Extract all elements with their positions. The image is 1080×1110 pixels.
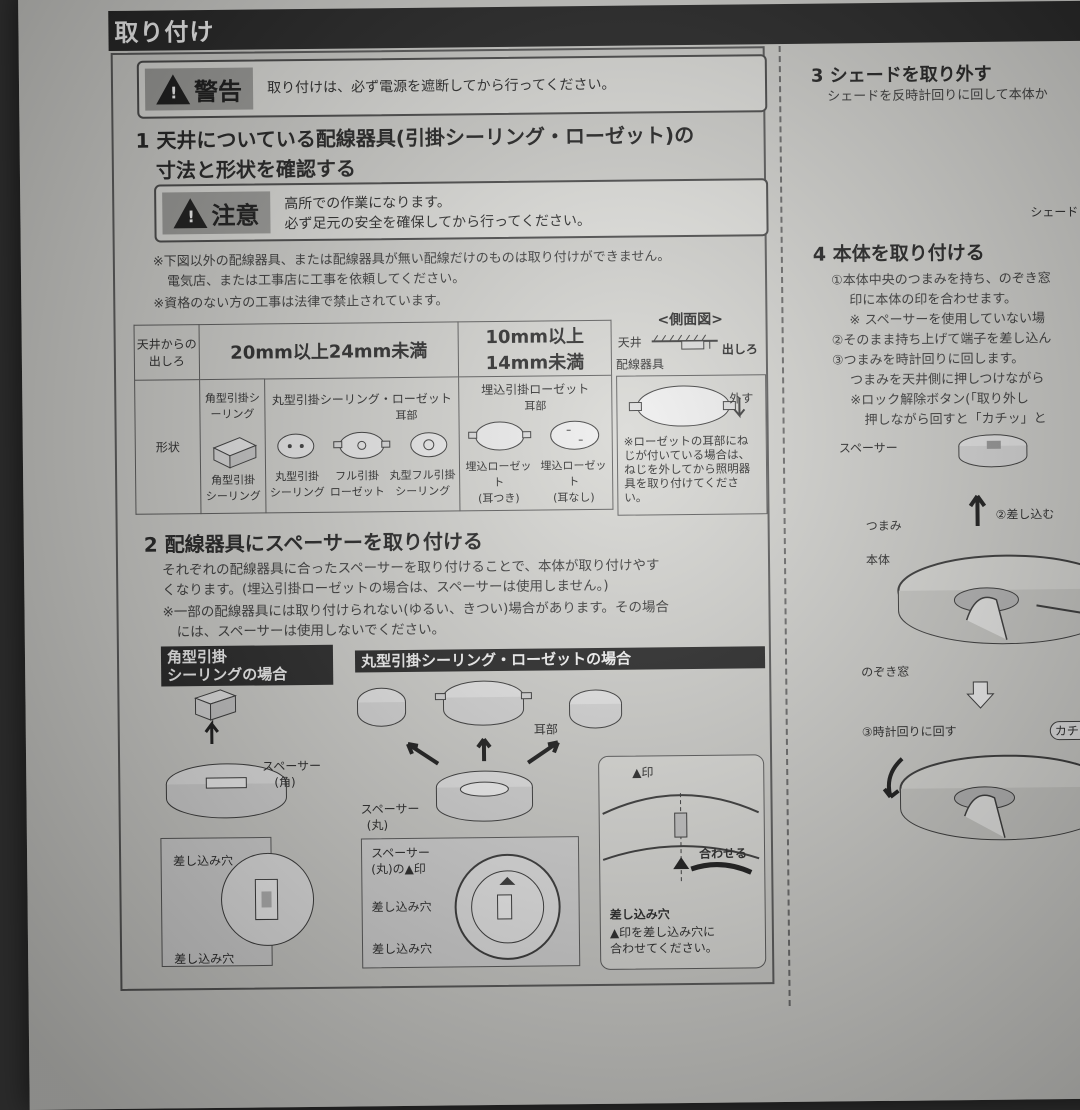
square-ceiling-cell: 角型引掛シーリング 角型引掛 シーリング xyxy=(200,379,266,514)
step1-title-line2: 寸法と形状を確認する xyxy=(156,152,356,183)
side-view-title: <側面図> xyxy=(657,309,723,330)
column-divider xyxy=(779,46,791,1006)
body-install-diagram xyxy=(896,549,1080,661)
click-bubble: カチッ xyxy=(1050,721,1080,740)
square-spacer-type: (角) xyxy=(274,773,296,790)
warning-box: 警告 取り付けは、必ず電源を遮断してから行ってください。 xyxy=(137,54,768,119)
spacer-mark-line2: (丸)の▲印 xyxy=(371,860,426,878)
warning-badge: 警告 xyxy=(145,68,253,111)
step4-line8: 押しながら回すと「カチッ」と xyxy=(864,407,1046,428)
square-spacer-label: スペーサー xyxy=(262,757,321,775)
full-rosette-icon xyxy=(334,429,390,462)
shade-label: シェード xyxy=(1030,203,1078,221)
down-arrow-icon xyxy=(965,680,995,710)
mark-label: ▲印 xyxy=(632,763,653,780)
step4-line1: ①本体中央のつまみを持ち、のぞき窓 xyxy=(831,267,1051,288)
embedded-rosette-ear-icon xyxy=(469,419,531,454)
round-panel-title: 丸型引掛シーリング・ローゼットの場合 xyxy=(355,646,765,672)
caution-triangle-icon xyxy=(173,198,207,228)
section-title: 取り付け xyxy=(114,12,214,48)
shape-row-label: 形状 xyxy=(135,380,201,515)
step4-title: 4 本体を取り付ける xyxy=(813,238,985,267)
warning-triangle-icon xyxy=(156,74,190,104)
side-view-note: ※ローゼットの耳部にねじが付いている場合は、ねじを外してから照明器具を取り付けて… xyxy=(624,433,759,504)
caution-box: 注意 高所での作業になります。 必ず足元の安全を確保してから行ってください。 xyxy=(154,178,769,242)
embedded-rosette-cell: 埋込引掛ローゼット 耳部 埋込ローゼット(耳つき) 埋込ローゼット(耳なし) xyxy=(459,375,613,511)
step4-line6: つまみを天井側に押しつけながら xyxy=(850,367,1044,388)
round-ceiling-cell: 丸型引掛シーリング・ローゼット 耳部 丸型引掛シーリング フル引掛ローゼット 丸… xyxy=(265,377,460,513)
knob-label: つまみ xyxy=(866,517,902,534)
square-hole-label-bottom: 差し込み穴 xyxy=(174,950,234,968)
spacer-mark-line1: スペーサー xyxy=(371,844,430,862)
side-view-diagram xyxy=(652,335,722,360)
caution-line1: 高所での作業になります。 xyxy=(284,191,451,213)
step1-title-line1: 1 天井についている配線器具(引掛シーリング・ローゼット)の xyxy=(135,119,694,154)
step4-spacer-icon xyxy=(953,431,1033,472)
step2-title: 2 配線器具にスペーサーを取り付ける xyxy=(144,525,483,558)
step4-line3: ※ スペーサーを使用していない場 xyxy=(849,307,1045,328)
alignment-diagram xyxy=(600,772,761,894)
step4-spacer-label: スペーサー xyxy=(839,439,898,457)
fixture-spec-table: 天井からの 出しろ 20mm以上24mm未満 10mm以上 14mm未満 形状 … xyxy=(134,320,614,515)
body-rotate-diagram xyxy=(884,747,1080,859)
section-header-bar xyxy=(108,1,1080,51)
round-full-ceiling-icon xyxy=(408,430,448,460)
round-spacer-top-icon xyxy=(447,850,568,963)
window-label: のぞき窓 xyxy=(861,663,909,681)
table-corner-cell: 天井からの 出しろ xyxy=(134,325,200,381)
caution-badge: 注意 xyxy=(162,191,270,234)
caution-line2: 必ず足元の安全を確保してから行ってください。 xyxy=(284,210,591,233)
square-spacer-diagram xyxy=(165,687,348,979)
warning-text: 取り付けは、必ず電源を遮断してから行ってください。 xyxy=(267,74,616,98)
body-label: 本体 xyxy=(866,551,890,568)
up-arrow-icon xyxy=(967,492,987,526)
step1-note2: ※資格のない方の工事は法律で禁止されています。 xyxy=(153,290,448,312)
round-hole-label2: 差し込み穴 xyxy=(372,940,432,958)
round-spacer-label: スペーサー xyxy=(361,800,420,818)
instruction-sheet: 取り付け 警告 取り付けは、必ず電源を遮断してから行ってください。 1 天井につ… xyxy=(18,0,1080,1110)
round-ceiling-icon xyxy=(276,431,316,461)
round-ear-label: 耳部 xyxy=(534,720,558,737)
square-panel-title: 角型引掛 シーリングの場合 xyxy=(161,645,333,687)
align-label: 合わせる xyxy=(699,844,747,862)
ear-screw-inset: 外す ※ローゼットの耳部にねじが付いている場合は、ねじを外してから照明器具を取り… xyxy=(616,374,767,516)
insert-label: ②差し込む xyxy=(995,505,1054,523)
round-hole-label1: 差し込み穴 xyxy=(372,898,432,916)
square-hole-label-top: 差し込み穴 xyxy=(173,852,233,870)
rotate-label: ③時計回りに回す xyxy=(862,722,957,740)
side-view-ceiling: 天井 xyxy=(618,333,642,350)
square-ceiling-icon xyxy=(202,421,265,472)
range-a-cell: 20mm以上24mm未満 xyxy=(199,322,459,380)
round-spacer-type: (丸) xyxy=(367,816,389,833)
step4-line5: ③つまみを時計回りに回します。 xyxy=(832,347,1025,368)
step4-line2: 印に本体の印を合わせます。 xyxy=(849,288,1017,309)
step4-line7: ※ロック解除ボタン(「取り外し xyxy=(850,387,1029,408)
embedded-rosette-icon xyxy=(547,418,603,453)
range-b-cell: 10mm以上 14mm未満 xyxy=(458,320,612,377)
rosette-ear-screw-icon xyxy=(623,379,760,436)
step4-line4: ②そのまま持ち上げて端子を差し込ん xyxy=(832,327,1052,348)
side-view-outlet: 出しろ xyxy=(722,340,758,357)
step1-note1b: 電気店、または工事店に工事を依頼してください。 xyxy=(167,267,465,289)
align-instr-line2: 合わせてください。 xyxy=(610,939,718,957)
alignment-hole-label: 差し込み穴 xyxy=(610,905,670,923)
remove-label: 外す xyxy=(729,389,753,406)
step3-desc: シェードを反時計回りに回して本体か xyxy=(827,83,1048,104)
step2-note2: には、スペーサーは使用しないでください。 xyxy=(177,618,446,641)
